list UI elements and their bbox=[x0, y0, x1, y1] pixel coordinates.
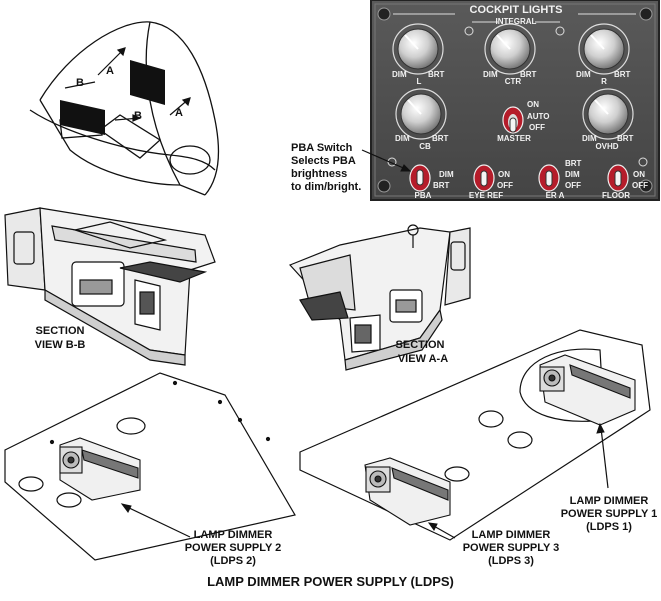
knob-ctr-label: CTR bbox=[505, 77, 522, 86]
pba-brt: BRT bbox=[433, 181, 450, 190]
ldps-2-arrow bbox=[120, 503, 191, 538]
floor-label: FLOOR bbox=[602, 191, 630, 200]
master-off: OFF bbox=[529, 123, 545, 132]
screw-icon bbox=[377, 7, 391, 21]
eye-ref-off: OFF bbox=[497, 181, 513, 190]
knob-r[interactable] bbox=[578, 23, 630, 75]
master-switch[interactable] bbox=[502, 106, 524, 134]
pba-switch[interactable] bbox=[409, 164, 431, 192]
eye-ref-switch[interactable] bbox=[473, 164, 495, 192]
ldps-1-line3: (LDPS 1) bbox=[586, 521, 632, 533]
master-label: MASTER bbox=[497, 134, 531, 143]
eye-ref-label: EYE REF bbox=[469, 191, 503, 200]
knob-ovhd-label: OVHD bbox=[595, 142, 618, 151]
screw-icon bbox=[639, 7, 653, 21]
master-auto: AUTO bbox=[527, 112, 550, 121]
floor-off: OFF bbox=[632, 181, 648, 190]
pba-callout-line4: to dim/bright. bbox=[291, 181, 361, 193]
eye-ref-on: ON bbox=[498, 170, 510, 179]
panel-integral-label: INTEGRAL bbox=[496, 17, 537, 26]
knob-l-brt: BRT bbox=[428, 70, 445, 79]
ldps-2-line2: POWER SUPPLY 2 bbox=[185, 542, 282, 554]
screw-icon bbox=[377, 179, 391, 193]
knob-ctr-dim: DIM bbox=[483, 70, 498, 79]
panel-title: COCKPIT LIGHTS bbox=[470, 4, 563, 16]
ldps-1-line2: POWER SUPPLY 1 bbox=[561, 508, 658, 520]
knob-r-brt: BRT bbox=[614, 70, 631, 79]
ldps-2-line1: LAMP DIMMER bbox=[194, 529, 273, 541]
knob-ctr[interactable] bbox=[484, 23, 536, 75]
er-a-label: ER A bbox=[546, 191, 565, 200]
ldps-3-line1: LAMP DIMMER bbox=[472, 529, 551, 541]
figure-caption: LAMP DIMMER POWER SUPPLY (LDPS) bbox=[207, 574, 454, 589]
ldps-3-line2: POWER SUPPLY 3 bbox=[463, 542, 560, 554]
er-a-off: OFF bbox=[565, 181, 581, 190]
ldps-1-unit bbox=[539, 354, 636, 426]
knob-l-dim: DIM bbox=[392, 70, 407, 79]
pba-dim: DIM bbox=[439, 170, 454, 179]
pba-label: PBA bbox=[415, 191, 432, 200]
screw-icon bbox=[638, 157, 648, 167]
knob-ovhd-brt: BRT bbox=[617, 134, 634, 143]
er-a-brt: BRT bbox=[565, 159, 582, 168]
floor-switch[interactable] bbox=[607, 164, 629, 192]
floor-on: ON bbox=[633, 170, 645, 179]
section-aa-line2: VIEW A-A bbox=[398, 353, 448, 365]
master-on: ON bbox=[527, 100, 539, 109]
section-view-aa bbox=[288, 224, 471, 371]
canopy-label-b-right: B bbox=[134, 110, 142, 122]
er-a-switch[interactable] bbox=[538, 164, 560, 192]
knob-ctr-brt: BRT bbox=[520, 70, 537, 79]
section-bb-line1: SECTION bbox=[36, 325, 85, 337]
pba-callout-arrow bbox=[361, 149, 412, 172]
canopy-consoles bbox=[60, 60, 165, 135]
section-view-bb bbox=[4, 207, 216, 366]
ldps-2-unit bbox=[59, 437, 141, 501]
canopy-label-a-left: A bbox=[106, 65, 114, 77]
canopy-label-a-right: A bbox=[175, 107, 183, 119]
ldps-1-line1: LAMP DIMMER bbox=[570, 495, 649, 507]
ldps-2-line3: (LDPS 2) bbox=[210, 555, 256, 567]
cockpit-canopy-sketch bbox=[29, 21, 220, 196]
pba-callout-line1: PBA Switch bbox=[291, 142, 353, 154]
pba-callout-line2: Selects PBA bbox=[291, 155, 356, 167]
screw-icon bbox=[387, 157, 397, 167]
knob-cb-brt: BRT bbox=[432, 134, 449, 143]
ldps-3-arrow bbox=[427, 522, 456, 539]
knob-l[interactable] bbox=[392, 23, 444, 75]
knob-l-label: L bbox=[417, 77, 422, 86]
ldps-3-unit bbox=[364, 457, 451, 526]
er-a-dim: DIM bbox=[565, 170, 580, 179]
section-bb-line2: VIEW B-B bbox=[35, 339, 86, 351]
ldps-1-arrow bbox=[596, 422, 609, 489]
canopy-label-b-left: B bbox=[76, 77, 84, 89]
knob-cb[interactable] bbox=[395, 88, 447, 140]
screw-icon bbox=[555, 26, 565, 36]
pba-callout-line3: brightness bbox=[291, 168, 347, 180]
knob-ovhd[interactable] bbox=[582, 88, 634, 140]
screw-icon bbox=[639, 179, 653, 193]
knob-cb-label: CB bbox=[419, 142, 431, 151]
knob-r-label: R bbox=[601, 77, 607, 86]
knob-r-dim: DIM bbox=[576, 70, 591, 79]
section-aa-line1: SECTION bbox=[396, 339, 445, 351]
canopy-arrows bbox=[64, 47, 191, 122]
screw-icon bbox=[464, 26, 474, 36]
left-plate bbox=[4, 372, 296, 561]
knob-ovhd-dim: DIM bbox=[582, 134, 597, 143]
knob-cb-dim: DIM bbox=[395, 134, 410, 143]
ldps-3-line3: (LDPS 3) bbox=[488, 555, 534, 567]
